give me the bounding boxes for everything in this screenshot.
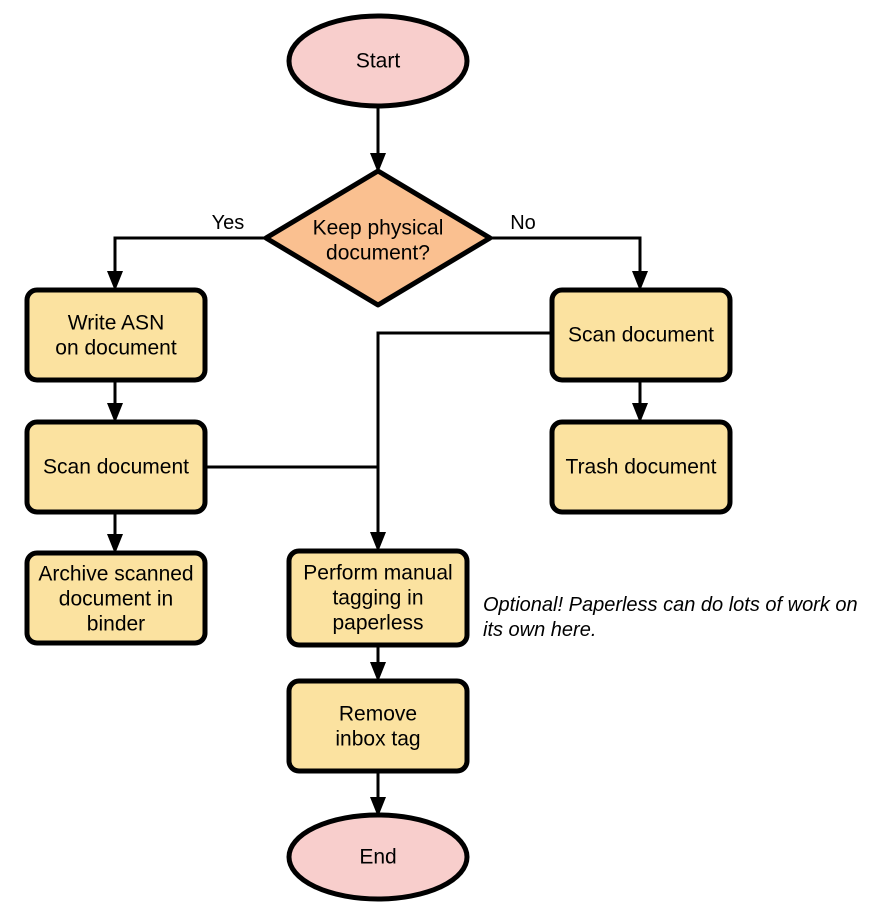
node-remove-inbox-tag[interactable]: Remove inbox tag xyxy=(286,678,470,774)
scan-document-right-box-shape xyxy=(549,287,733,383)
node-write-asn-on-document[interactable]: Write ASN on document xyxy=(24,287,208,383)
edge-scan-left-to-archive xyxy=(107,512,123,554)
optional-note-line2: its own here. xyxy=(483,619,596,641)
edge-tagging-to-remove-inbox xyxy=(370,645,386,682)
node-archive-scanned-document[interactable]: Archive scanned document in binder xyxy=(24,550,208,646)
archive-label-line1: Archive scanned xyxy=(38,563,193,586)
write-asn-box-shape xyxy=(24,287,208,383)
optional-note-line1: Optional! Paperless can do lots of work … xyxy=(483,594,858,616)
edge-label-yes: Yes xyxy=(212,212,245,234)
edge-write-asn-to-scan-left xyxy=(107,380,123,423)
tagging-label-line2: tagging in xyxy=(332,587,423,610)
edge-label-no: No xyxy=(510,212,536,234)
start-ellipse-shape xyxy=(286,13,470,109)
trash-document-label: Trash document xyxy=(566,456,717,479)
remove-inbox-box-shape xyxy=(286,678,470,774)
edge-scan-right-to-tagging xyxy=(370,331,552,552)
node-trash-document[interactable]: Trash document xyxy=(549,419,733,515)
scan-document-left-label: Scan document xyxy=(43,456,189,479)
tagging-label-line3: paperless xyxy=(332,612,423,635)
edge-scan-right-to-trash xyxy=(632,380,648,423)
node-perform-manual-tagging[interactable]: Perform manual tagging in paperless xyxy=(286,548,470,648)
end-ellipse-shape xyxy=(286,812,470,902)
archive-label-line2: document in xyxy=(59,588,173,611)
remove-inbox-label-line1: Remove xyxy=(339,703,417,726)
scan-document-left-box-shape xyxy=(24,419,208,515)
archive-label-line3: binder xyxy=(87,613,145,636)
node-scan-document-left[interactable]: Scan document xyxy=(24,419,208,515)
edge-decision-no-to-scan-right xyxy=(491,236,648,291)
scan-document-right-label: Scan document xyxy=(568,324,714,347)
remove-inbox-label-line2: inbox tag xyxy=(335,728,420,751)
archive-box-shape xyxy=(24,550,208,646)
tagging-label-line1: Perform manual xyxy=(303,562,452,585)
edge-decision-yes-to-write-asn xyxy=(107,236,264,291)
node-start[interactable]: Start xyxy=(286,13,470,109)
decision-label-line1: Keep physical xyxy=(313,217,444,240)
edge-remove-inbox-to-end xyxy=(370,771,386,817)
node-scan-document-right[interactable]: Scan document xyxy=(549,287,733,383)
node-decision-keep-physical-document[interactable]: Keep physical document? xyxy=(263,168,493,308)
end-label: End xyxy=(359,846,396,869)
tagging-box-shape xyxy=(286,548,470,648)
edge-start-to-decision xyxy=(370,100,386,173)
node-end[interactable]: End xyxy=(286,812,470,902)
decision-diamond-shape xyxy=(263,168,493,308)
start-label: Start xyxy=(356,50,401,73)
decision-label-line2: document? xyxy=(326,242,430,265)
write-asn-label-line2: on document xyxy=(55,337,177,360)
optional-note: Optional! Paperless can do lots of work … xyxy=(483,594,858,641)
write-asn-label-line1: Write ASN xyxy=(68,312,164,335)
trash-document-box-shape xyxy=(549,419,733,515)
